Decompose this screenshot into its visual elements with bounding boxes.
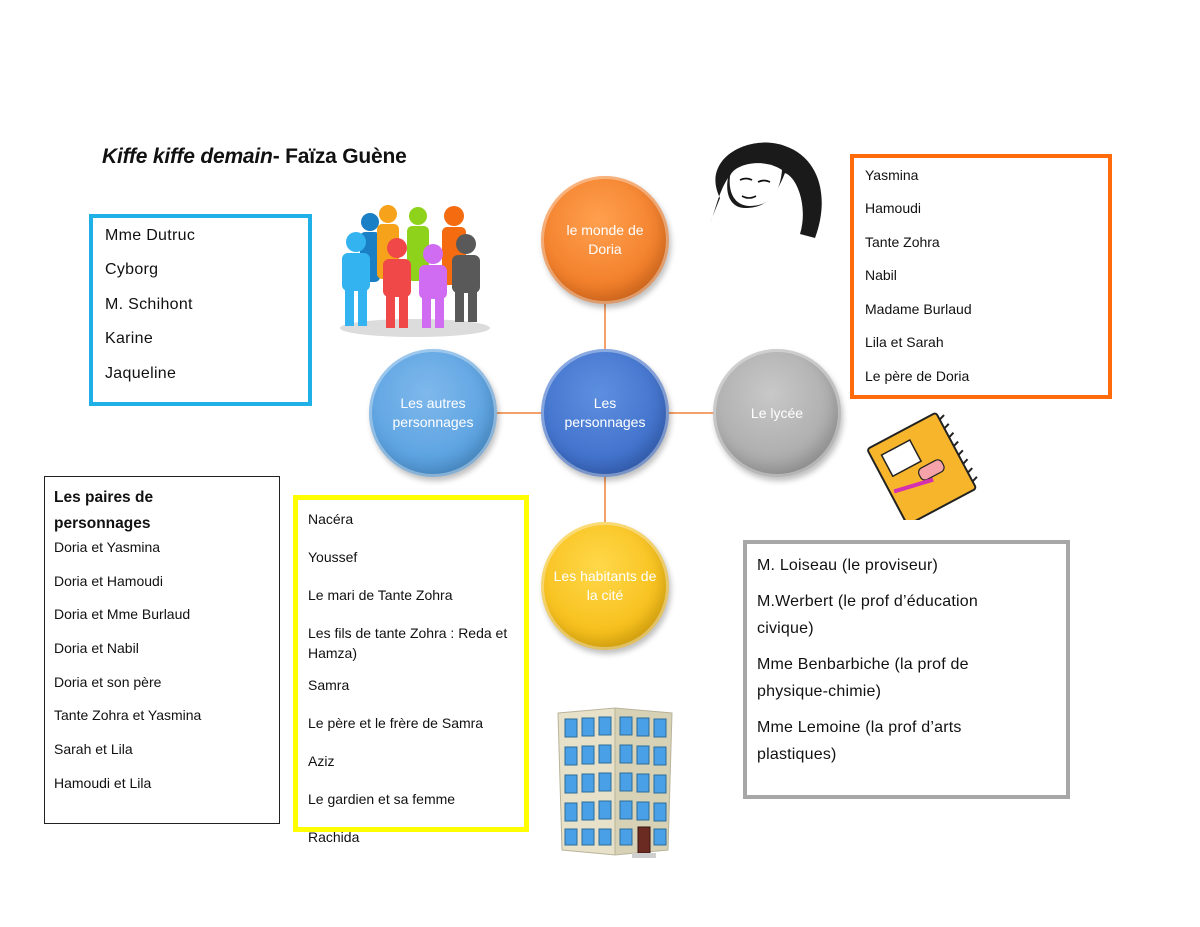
- node-les-personnages: Les personnages: [541, 349, 669, 477]
- list-item: Mme Lemoine (la prof d’arts plastiques): [757, 719, 962, 763]
- list-item: Le père de Doria: [865, 367, 970, 384]
- node-label: Les autres personnages: [392, 395, 474, 430]
- list-item: Hamoudi: [865, 200, 922, 217]
- node-monde-de-doria: le monde de Doria: [541, 176, 669, 304]
- box-paires-de-personnages: Les paires de personnages Doria et Yasmi…: [44, 476, 280, 824]
- box-lycee: M. Loiseau (le proviseur) M.Werbert (le …: [743, 540, 1070, 799]
- node-autres-personnages: Les autres personnages: [369, 349, 497, 477]
- list-item: Le gardien et sa femme: [308, 790, 456, 807]
- list-item: Tante Zohra: [865, 233, 940, 250]
- title-separator: -: [272, 145, 286, 168]
- list-item: Cyborg: [105, 261, 159, 279]
- list-item: Karine: [105, 330, 154, 348]
- list-item: Mme Dutruc: [105, 227, 196, 244]
- connector-left: [496, 412, 542, 414]
- list-item: Aziz: [308, 753, 335, 770]
- list-item: Jaqueline: [105, 364, 177, 382]
- list-item: Les fils de tante Zohra : Reda et Hamza): [308, 624, 508, 661]
- box-monde-de-doria: Yasmina Hamoudi Tante Zohra Nabil Madame…: [850, 154, 1112, 399]
- list-item: Nacéra: [308, 511, 354, 527]
- notebook-icon: [867, 412, 978, 520]
- node-habitants-cite: Les habitants de la cité: [541, 522, 669, 650]
- document-title: Kiffe kiffe demain- Faïza Guène: [102, 145, 407, 169]
- connector-right: [668, 412, 714, 414]
- node-label: Les habitants de la cité: [553, 568, 657, 603]
- list-item: Doria et Hamoudi: [54, 572, 163, 589]
- list-item: Tante Zohra et Yasmina: [54, 707, 202, 724]
- people-group-icon: [340, 205, 490, 337]
- list-item: Lila et Sarah: [865, 334, 944, 351]
- list-item: Samra: [308, 677, 350, 694]
- list-item: M. Loiseau (le proviseur): [757, 557, 939, 574]
- list-item: Sarah et Lila: [54, 741, 133, 758]
- box-heading: Les paires de personnages: [54, 489, 154, 532]
- node-label: Le lycée: [750, 404, 804, 421]
- list-item: Doria et Mme Burlaud: [54, 606, 191, 623]
- author-name: Faïza Guène: [285, 145, 407, 168]
- list-item: Le mari de Tante Zohra: [308, 586, 453, 603]
- list-item: Doria et Yasmina: [54, 539, 161, 555]
- list-item: Rachida: [308, 828, 360, 845]
- list-item: M. Schihont: [105, 295, 193, 313]
- box-habitants-cite: Nacéra Youssef Le mari de Tante Zohra Le…: [293, 495, 529, 845]
- list-item: Le père et le frère de Samra: [308, 715, 484, 732]
- list-item: Doria et Nabil: [54, 640, 139, 657]
- list-item: M.Werbert (le prof d’éducation civique): [757, 593, 978, 637]
- box-autres-personnages: Mme Dutruc Cyborg M. Schihont Karine Jaq…: [89, 214, 312, 406]
- list-item: Yasmina: [865, 167, 919, 183]
- node-label: le monde de Doria: [566, 222, 644, 257]
- book-title: Kiffe kiffe demain: [102, 145, 273, 168]
- list-item: Nabil: [865, 267, 897, 284]
- node-lycee: Le lycée: [713, 349, 841, 477]
- list-item: Madame Burlaud: [865, 300, 972, 317]
- list-item: Mme Benbarbiche (la prof de physique-chi…: [757, 656, 969, 700]
- woman-portrait-icon: [710, 142, 822, 238]
- list-item: Doria et son père: [54, 673, 162, 690]
- node-label: Les personnages: [564, 395, 646, 430]
- list-item: Youssef: [308, 548, 358, 565]
- connector-top: [604, 304, 606, 350]
- building-icon: [557, 707, 673, 858]
- list-item: Hamoudi et Lila: [54, 774, 152, 791]
- connector-bottom: [604, 476, 606, 523]
